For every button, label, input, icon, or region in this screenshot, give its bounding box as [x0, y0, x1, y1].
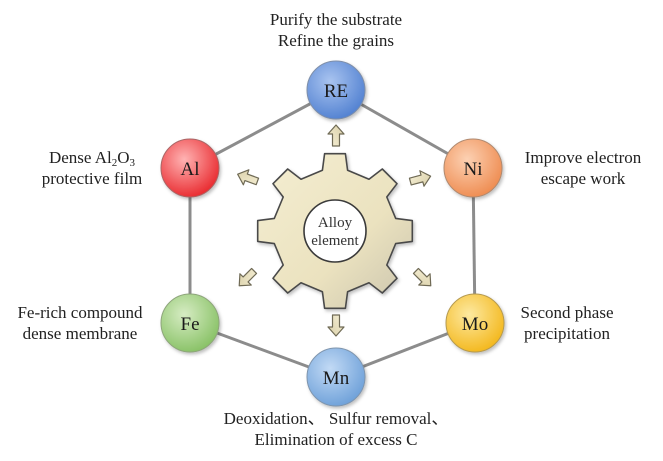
label-al: Dense Al2O3 protective film — [28, 147, 156, 189]
label-mo-line1: Second phase — [520, 303, 614, 322]
arrow-up-right-icon — [408, 170, 432, 187]
label-al-pre: Dense Al — [48, 148, 112, 167]
label-ni-line2: escape work — [540, 169, 626, 188]
node-fe — [160, 293, 220, 353]
label-mo: Second phase precipitation — [512, 302, 622, 344]
node-mo — [445, 293, 505, 353]
label-mo-line2: precipitation — [524, 324, 610, 343]
node-ni-symbol: Ni — [464, 159, 483, 180]
label-al-line2: protective film — [41, 169, 143, 188]
center-label-line2: element — [311, 233, 359, 249]
node-ni — [443, 138, 503, 198]
label-fe-line1: Fe-rich compound — [17, 303, 143, 322]
label-al-mid: O — [117, 148, 130, 167]
label-fe: Fe-rich compound dense membrane — [4, 302, 156, 344]
node-al-symbol: Al — [181, 159, 200, 180]
arrow-down-left-icon — [238, 267, 258, 287]
gear-icon: Alloy element — [256, 152, 414, 310]
arrow-up-icon — [327, 124, 345, 147]
node-mn-symbol: Mn — [323, 368, 350, 389]
node-fe-circle — [160, 293, 220, 353]
gear-hole — [303, 199, 367, 263]
node-ni-circle — [443, 138, 503, 198]
arrow-down-icon — [327, 314, 345, 337]
label-al-sub2: 3 — [129, 157, 136, 169]
label-re-line1: Purify the substrate — [269, 10, 403, 29]
node-mn-circle — [306, 347, 366, 407]
arrow-down-right-icon — [412, 267, 432, 287]
node-mo-circle — [445, 293, 505, 353]
center-label-line1: Alloy — [318, 215, 353, 231]
node-al-circle — [160, 138, 220, 198]
node-re-symbol: RE — [324, 81, 348, 102]
label-mn-line2: Elimination of excess C — [254, 430, 418, 449]
node-mo-symbol: Mo — [462, 314, 488, 335]
label-fe-line2: dense membrane — [22, 324, 138, 343]
node-re — [306, 60, 366, 120]
label-ni-line1: Improve electron — [524, 148, 642, 167]
node-re-circle — [306, 60, 366, 120]
label-al-sub1: 2 — [111, 157, 118, 169]
node-fe-symbol: Fe — [181, 314, 200, 335]
label-re-line2: Refine the grains — [277, 31, 395, 50]
label-al-line1: Dense Al2O3 — [28, 147, 156, 169]
label-ni: Improve electron escape work — [508, 147, 658, 189]
label-mn-line1: Deoxidation、 Sulfur removal、 — [223, 409, 449, 428]
node-al — [160, 138, 220, 198]
arrow-up-left-icon — [237, 169, 260, 186]
arrows — [237, 124, 432, 337]
label-mn: Deoxidation、 Sulfur removal、 Elimination… — [196, 408, 476, 450]
node-mn — [306, 347, 366, 407]
label-re: Purify the substrate Refine the grains — [236, 9, 436, 51]
